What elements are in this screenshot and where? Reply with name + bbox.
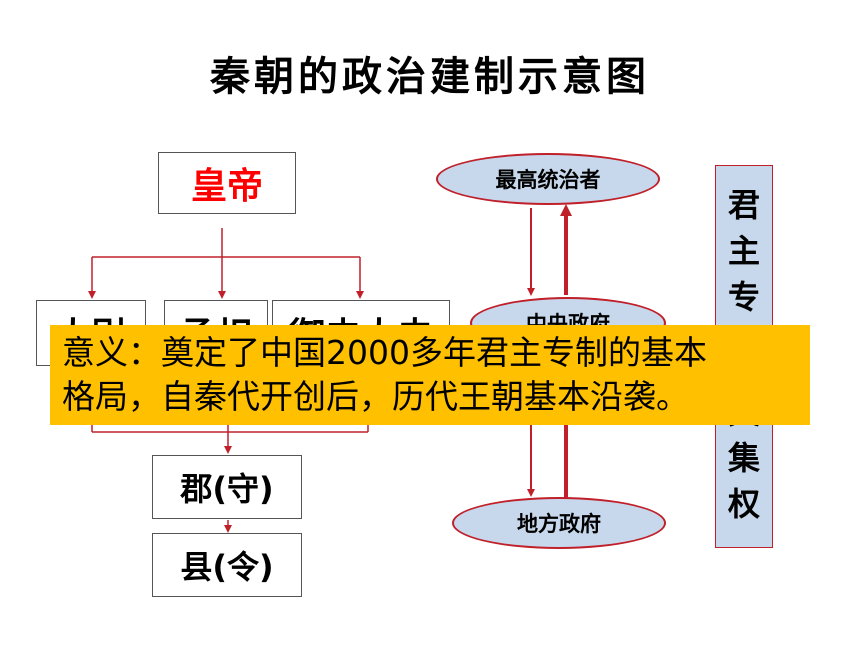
system-char: 专 (727, 277, 760, 316)
system-char: 权 (727, 485, 760, 523)
system-char: 君 (727, 186, 760, 224)
level-top-ellipse: 最高统治者 (436, 153, 660, 205)
commandery-box: 郡(守) (152, 455, 302, 519)
significance-line-2: 格局，自秦代开创后，历代王朝基本沿袭。 (62, 377, 689, 416)
system-char: 主 (727, 231, 760, 270)
system-char: 集 (727, 439, 760, 478)
significance-banner: 意义：奠定了中国2000多年君主专制的基本 格局，自秦代开创后，历代王朝基本沿袭… (50, 325, 810, 425)
significance-line-1: 意义：奠定了中国2000多年君主专制的基本 (62, 333, 707, 372)
diagram-title: 秦朝的政治建制示意图 (210, 53, 650, 100)
emperor-box: 皇帝 (158, 152, 296, 214)
county-box: 县(令) (152, 533, 302, 597)
level-local-ellipse: 地方政府 (452, 497, 666, 549)
